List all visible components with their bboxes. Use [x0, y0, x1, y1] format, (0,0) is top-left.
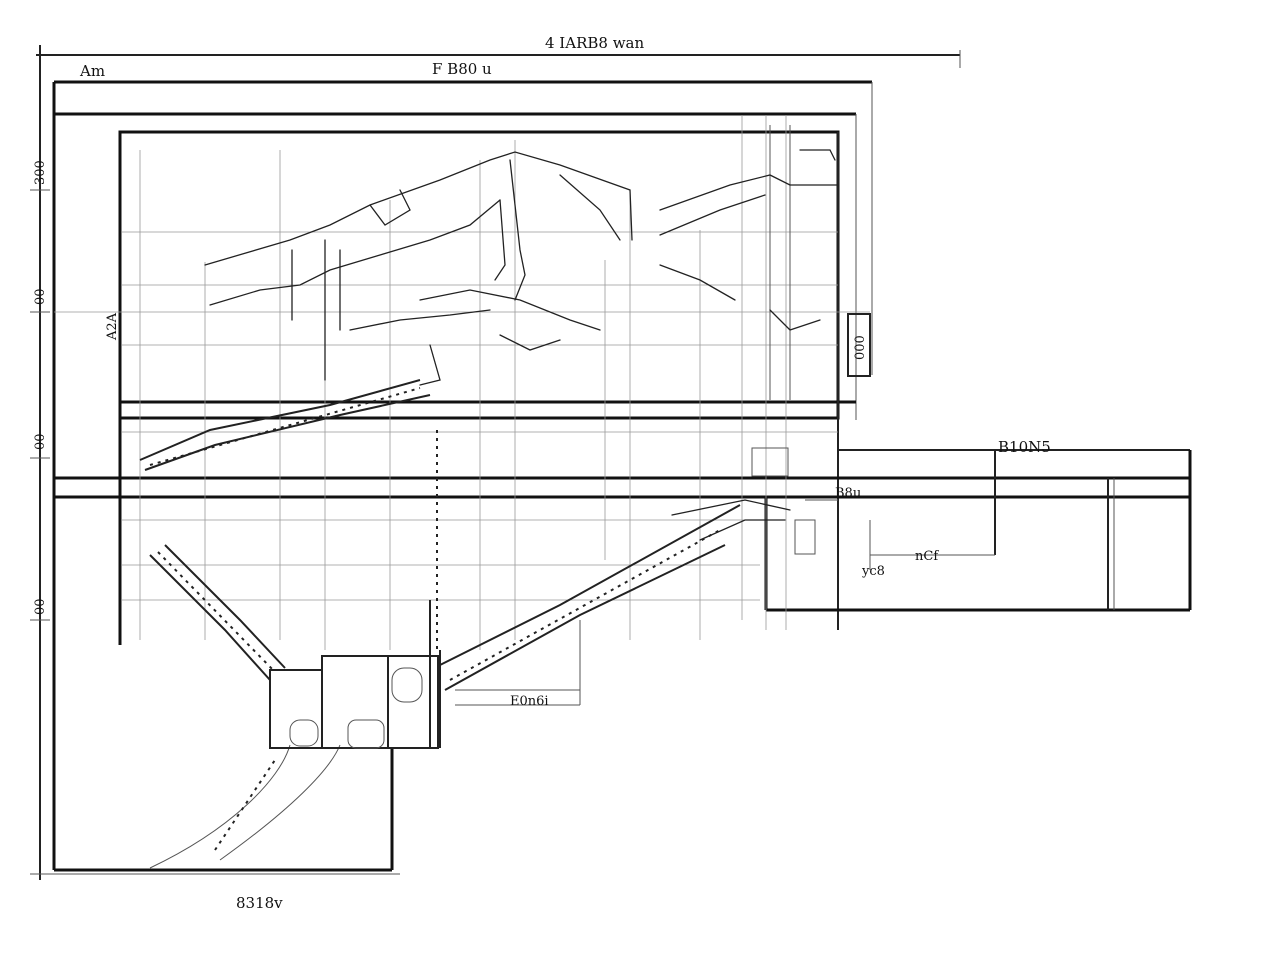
left-dimension-label-2: 00: [33, 288, 48, 305]
left-dimension-label-4: 00: [33, 598, 48, 615]
top-left-label: Am: [79, 62, 105, 80]
roof-structure-sketch: [204, 149, 839, 386]
small-right-label: yc8: [861, 564, 885, 579]
bottom-center-label: E0n6i: [510, 694, 549, 709]
interior-grid: [54, 115, 870, 650]
drawing-labels: 4 IARB8 wan Am F B80 u B10N5 B8u yc8 nCf…: [33, 34, 1051, 912]
right-landing-details: [671, 447, 838, 555]
right-callout-label: B10N5: [998, 438, 1051, 456]
mid-right-dimension-label: B8u: [835, 486, 861, 501]
right-box-label: 000: [853, 335, 868, 360]
left-side-label: A2A: [105, 312, 120, 341]
left-dimension-label-1: 300: [33, 160, 48, 185]
outer-dimension-lines: [30, 45, 961, 880]
building-outline: [52, 80, 1192, 872]
small-right-label-2: nCf: [915, 549, 939, 564]
bottom-dimension-label: 8318v: [236, 894, 283, 912]
top-center-label: F B80 u: [432, 60, 492, 78]
top-dimension-label: 4 IARB8 wan: [545, 34, 644, 52]
staircase-diagonals: [139, 379, 741, 869]
left-dimension-label-3: 00: [33, 433, 48, 450]
central-core: [269, 430, 581, 749]
